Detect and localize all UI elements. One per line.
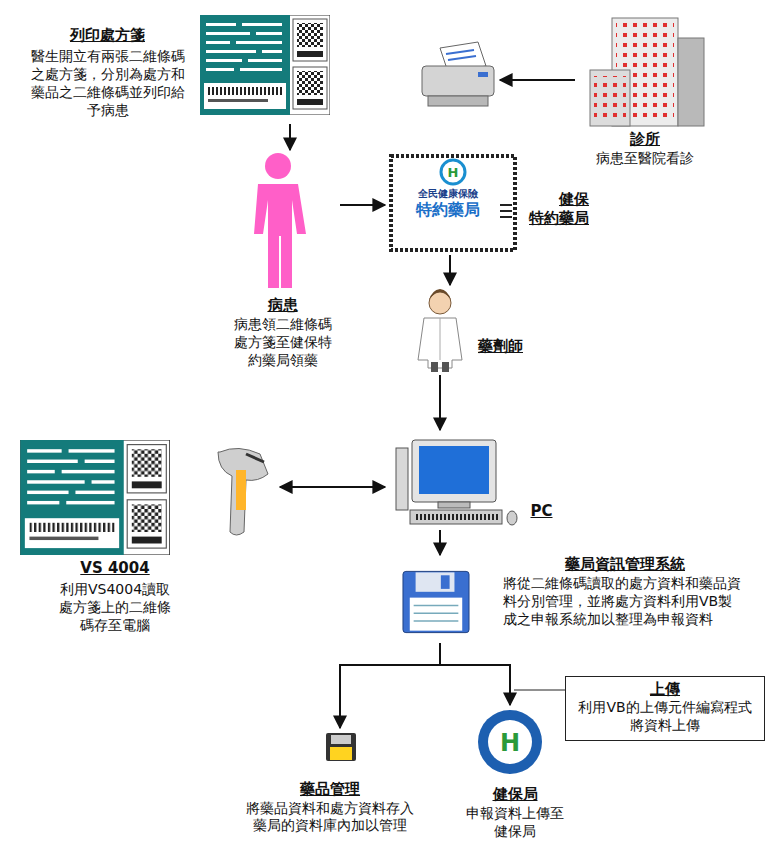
flow-arrow xyxy=(340,643,440,728)
flow-arrow xyxy=(439,375,441,430)
flow-arrow xyxy=(449,255,451,285)
node-body: 利用VS4004讀取處方箋上的二維條碼存至電腦 xyxy=(55,581,175,635)
node-body: 病患至醫院看診 xyxy=(575,150,715,168)
flow-arrow xyxy=(439,530,441,555)
diagram-node: PC xyxy=(385,430,560,530)
node-heading: 藥劑師 xyxy=(471,337,530,356)
diagram-node: 藥劑師 xyxy=(405,285,530,375)
building xyxy=(590,18,704,126)
computer xyxy=(396,440,517,525)
node-heading: 病患 xyxy=(225,296,340,315)
node-heading: PC xyxy=(523,502,560,521)
node-heading: VS 4004 xyxy=(50,559,180,578)
diagram-node: 診所病患至醫院看診 xyxy=(575,8,715,172)
node-heading: 藥品管理 xyxy=(240,780,420,799)
bureau-logo: H xyxy=(478,710,542,774)
node-heading: 藥局資訊管理系統 xyxy=(505,555,745,574)
diagram-node: 列印處方箋醫生開立有兩張二維條碼之處方箋，分別為處方和藥品之二維條碼並列印給予病… xyxy=(10,10,500,124)
flow-arrow xyxy=(340,204,385,206)
flow-arrow xyxy=(280,486,385,488)
sign-text: 特約藥局 xyxy=(398,200,498,221)
callout-box: 上傳利用VB的上傳元件編寫程式將資料上傳 xyxy=(565,676,765,741)
node-body: 將藥品資料和處方資料存入藥局的資料庫內加以管理 xyxy=(245,800,415,835)
diagram-node: 健保局申報資料上傳至健保局 xyxy=(450,705,580,845)
patient xyxy=(254,153,306,288)
node-body: 利用VB的上傳元件編寫程式將資料上傳 xyxy=(572,699,758,735)
node-body: 申報資料上傳至健保局 xyxy=(460,805,570,841)
printer xyxy=(422,42,494,106)
flow-arrow xyxy=(500,79,575,81)
barcode-scanner xyxy=(218,448,268,535)
node-heading: 健保 特約藥局 xyxy=(523,190,589,228)
sign-text: 全民健康保險 xyxy=(398,187,498,201)
pharmacy-sign: H xyxy=(391,156,515,250)
flow-arrow xyxy=(440,643,510,705)
node-heading: 上傳 xyxy=(572,680,758,699)
node-body: 醫生開立有兩張二維條碼之處方箋，分別為處方和藥品之二維條碼並列印給予病患 xyxy=(30,48,185,120)
pharmacist xyxy=(418,289,462,372)
small-disk xyxy=(326,733,356,761)
diagram-node: 病患病患領二維條碼處方箋至健保特約藥局領藥 xyxy=(225,150,340,374)
node-heading: 列印處方箋 xyxy=(15,26,200,45)
diagram-node: 藥局資訊管理系統將從二維條碼讀取的處方資料和藥品資料分別管理，並將處方資料利用V… xyxy=(395,555,750,643)
diagram-node: 藥品管理將藥品資料和處方資料存入藥局的資料庫內加以管理 xyxy=(240,728,420,848)
node-heading: 診所 xyxy=(575,130,715,149)
node-body: 將從二維條碼讀取的處方資料和藥品資料分別管理，並將處方資料利用VB製成之申報系統… xyxy=(503,575,745,629)
node-body: 病患領二維條碼處方箋至健保特約藥局領藥 xyxy=(230,316,335,370)
node-heading: 健保局 xyxy=(450,785,580,804)
svg-text:H: H xyxy=(500,729,520,757)
diagram-node: VS 4004 利用VS4004讀取處方箋上的二維條碼存至電腦 xyxy=(15,435,280,645)
svg-text:H: H xyxy=(448,165,459,180)
leader-line xyxy=(514,690,565,691)
flow-arrow xyxy=(289,124,291,150)
